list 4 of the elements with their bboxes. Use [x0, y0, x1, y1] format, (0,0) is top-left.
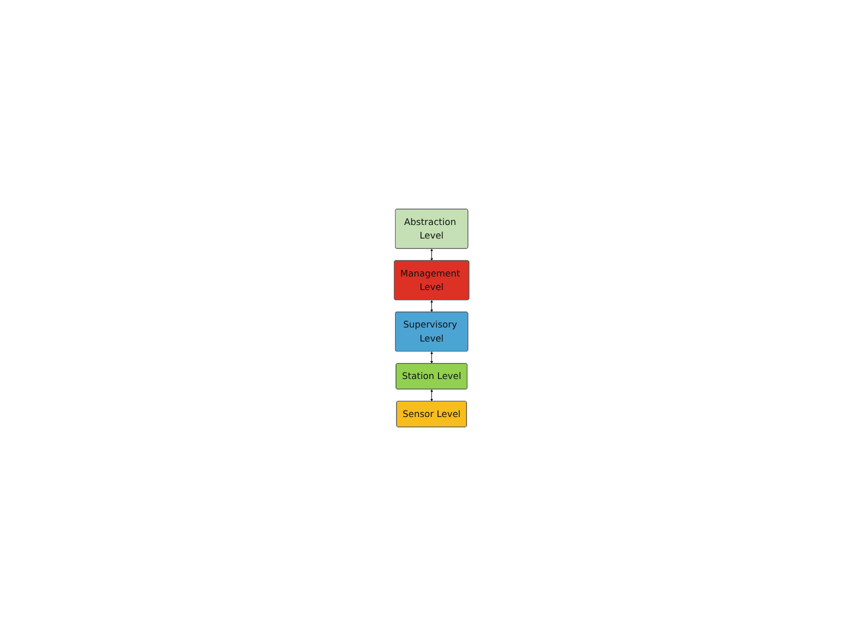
arrow	[430, 300, 434, 312]
arrow	[430, 351, 434, 364]
arrow	[430, 389, 434, 402]
arrow	[430, 248, 434, 261]
